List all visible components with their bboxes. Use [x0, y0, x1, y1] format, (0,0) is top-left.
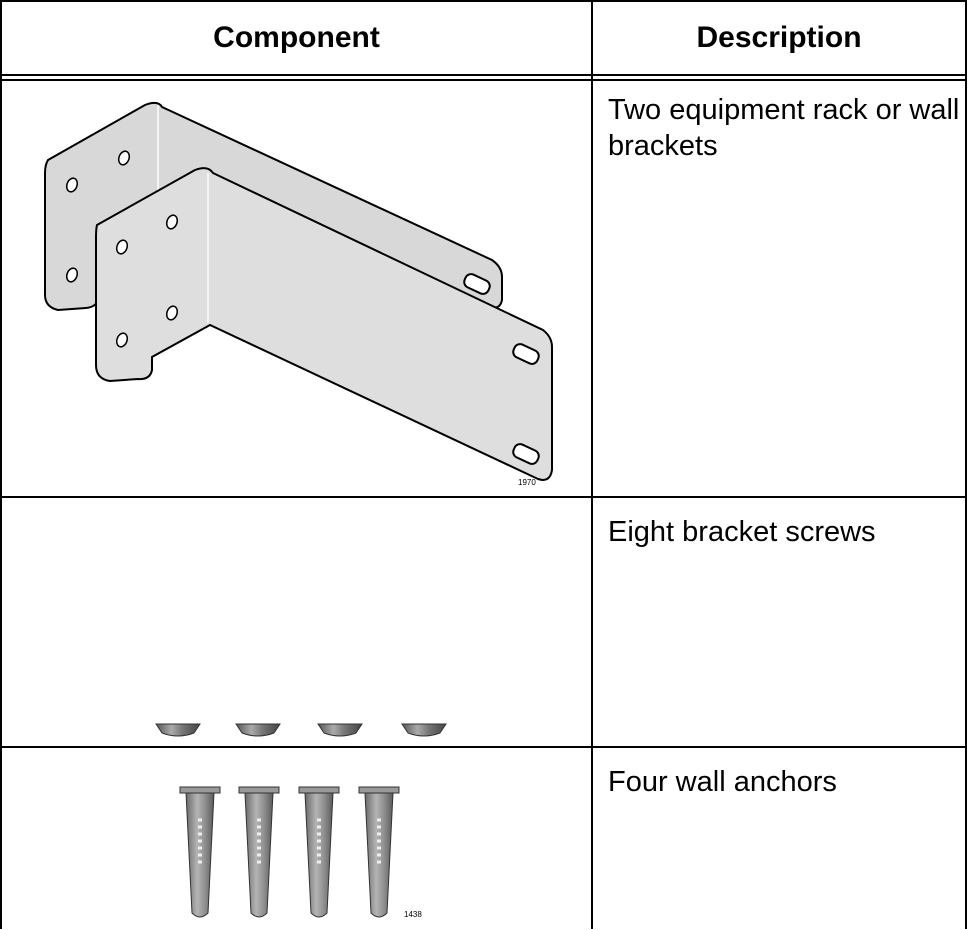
wall-anchors-illustration: 1438	[176, 775, 456, 925]
table-border-right	[965, 0, 967, 929]
row-description: Eight bracket screws	[608, 516, 876, 548]
figure-number: 1438	[404, 910, 422, 919]
row-description: Two equipment rack or wall brackets	[608, 94, 960, 162]
figure-number: 1970	[518, 478, 536, 487]
header-component: Component	[213, 21, 380, 54]
table-border-top	[0, 0, 967, 2]
header-divider-bottom	[0, 79, 967, 81]
table-border-left	[0, 0, 2, 929]
table-column-divider	[591, 0, 593, 929]
row-divider	[0, 746, 967, 748]
row-description: Four wall anchors	[608, 766, 837, 798]
header-description: Description	[696, 21, 862, 54]
row-divider	[0, 496, 967, 498]
brackets-illustration: 1970	[40, 95, 560, 490]
bracket-screws-illustration	[150, 720, 460, 742]
header-divider-top	[0, 74, 967, 76]
